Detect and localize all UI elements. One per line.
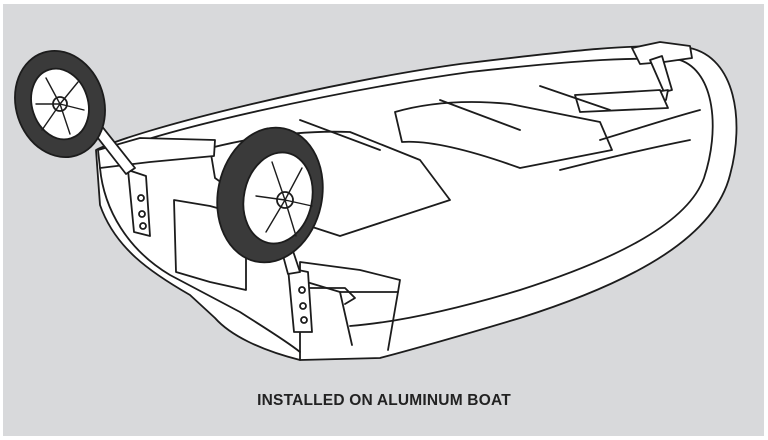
caption: INSTALLED ON ALUMINUM BOAT	[257, 392, 511, 409]
front-seat	[574, 89, 669, 113]
bow-handle	[649, 55, 673, 93]
middle-seat	[394, 101, 613, 169]
bow-cap	[631, 41, 693, 65]
left-wheel-bracket	[127, 169, 151, 237]
right-wheel-bracket	[287, 267, 313, 333]
boat-gunwale	[111, 57, 714, 327]
